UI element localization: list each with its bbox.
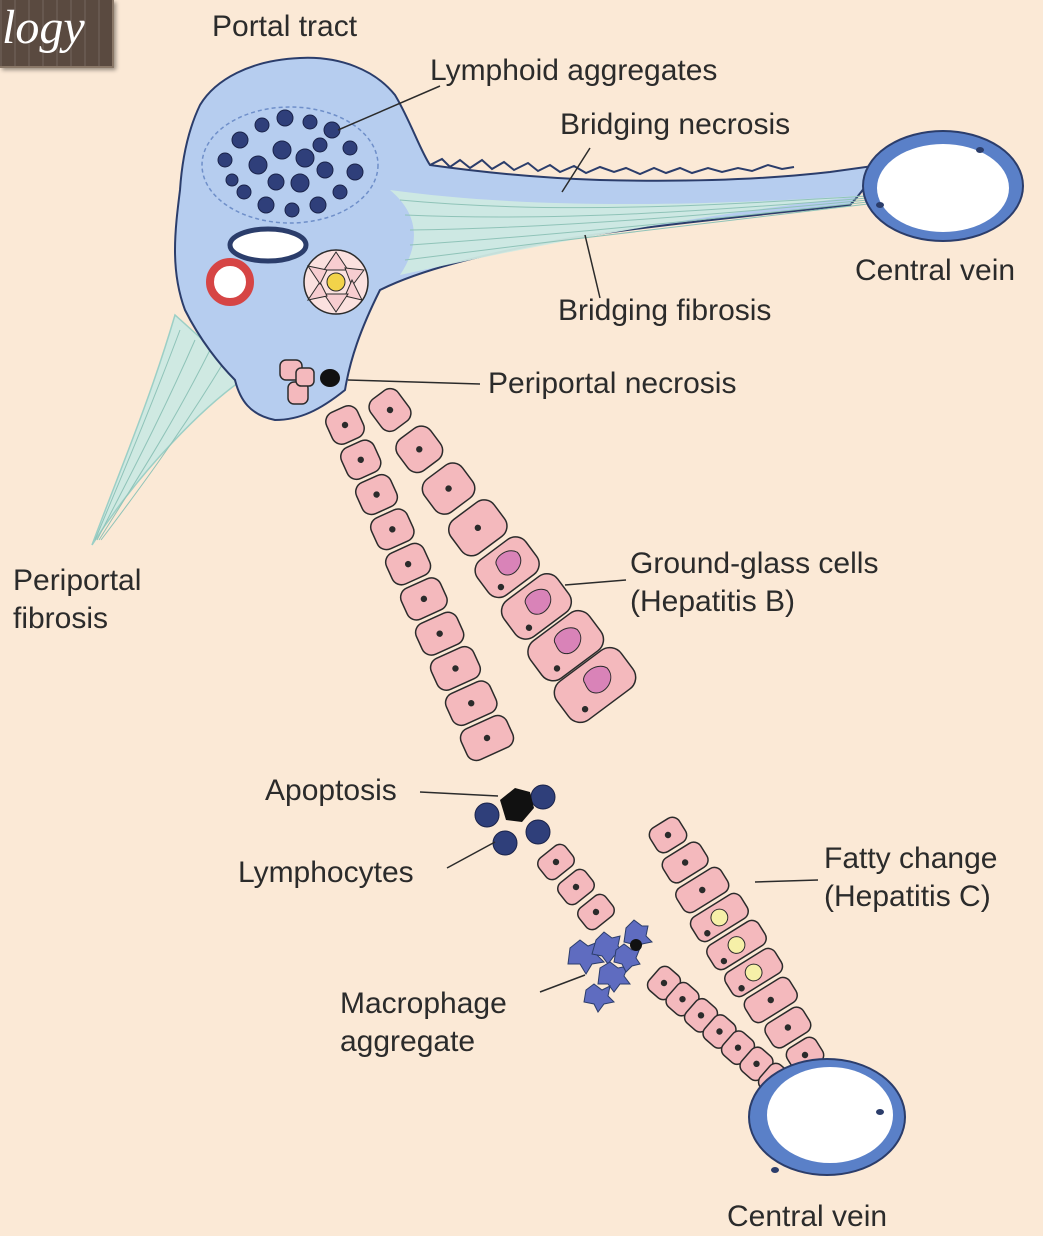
- label-ground-glass-cells: Ground-glass cells (Hepatitis B): [630, 545, 878, 621]
- label-bridging-fibrosis: Bridging fibrosis: [558, 292, 771, 330]
- apoptotic-body: [500, 788, 534, 822]
- label-apoptosis: Apoptosis: [265, 772, 397, 810]
- label-fatty-change: Fatty change (Hepatitis C): [824, 840, 997, 916]
- corner-title-text: logy: [2, 0, 85, 58]
- necrotic-cell: [320, 369, 340, 387]
- bile-duct: [304, 250, 368, 314]
- label-bridging-necrosis: Bridging necrosis: [560, 106, 790, 144]
- corner-title-tab: logy: [0, 0, 114, 68]
- portal-vein-branch: [230, 229, 306, 261]
- label-periportal-necrosis: Periportal necrosis: [488, 365, 736, 403]
- hepatocyte-right-plate: [391, 421, 447, 477]
- label-macrophage-aggregate: Macrophage aggregate: [340, 985, 507, 1061]
- label-portal-tract: Portal tract: [212, 8, 357, 46]
- central-vein-top: [863, 131, 1023, 241]
- label-lymphocytes: Lymphocytes: [238, 854, 414, 892]
- label-lymphoid-aggregates: Lymphoid aggregates: [430, 52, 717, 90]
- hepatocyte-right-plate: [365, 385, 415, 436]
- central-vein-bottom: [749, 1059, 905, 1175]
- macrophage-aggregate: [568, 920, 652, 1012]
- label-central-vein-bottom: Central vein: [727, 1198, 887, 1236]
- label-periportal-fibrosis: Periportal fibrosis: [13, 562, 141, 638]
- label-central-vein-top: Central vein: [855, 252, 1015, 290]
- hepatic-artery-branch: [210, 262, 250, 302]
- macrophage-nucleus: [630, 939, 642, 951]
